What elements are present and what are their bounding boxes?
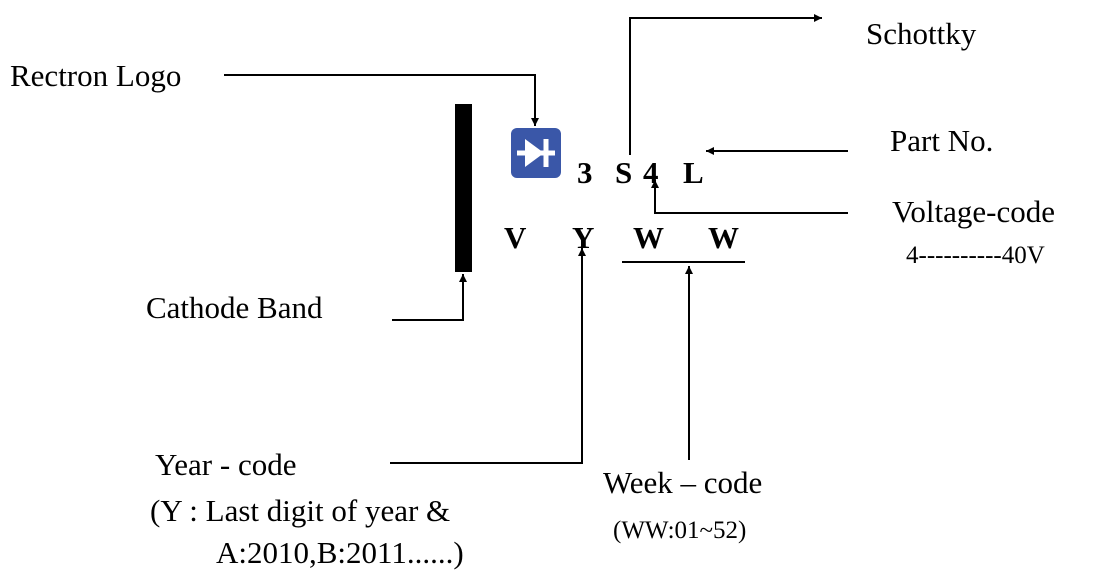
week-code-note: (WW:01~52) bbox=[613, 517, 747, 544]
year-code-note-1: (Y : Last digit of year & bbox=[150, 493, 451, 528]
cathode-band-leader bbox=[392, 274, 467, 321]
year-code-leader bbox=[390, 248, 586, 464]
voltage-code-leader bbox=[651, 180, 848, 214]
year-code-note-2: A:2010,B:2011......) bbox=[216, 535, 464, 570]
voltage-code-label: Voltage-code bbox=[892, 194, 1055, 229]
rectron-logo-label: Rectron Logo bbox=[10, 58, 182, 93]
marking-char-voltage: 4 bbox=[643, 155, 659, 190]
marking-char-week-2: W bbox=[708, 220, 739, 255]
rectron-logo-leader bbox=[224, 74, 539, 126]
marking-char-week-1: W bbox=[633, 220, 664, 255]
voltage-range-label: 4----------40V bbox=[906, 242, 1045, 269]
diode-logo-icon bbox=[511, 128, 561, 178]
marking-char-v: V bbox=[504, 220, 527, 255]
schottky-label: Schottky bbox=[866, 16, 977, 51]
cathode-band bbox=[455, 104, 472, 272]
cathode-band-label: Cathode Band bbox=[146, 290, 323, 325]
marking-char-series: 3 bbox=[577, 155, 593, 190]
schottky-leader bbox=[629, 14, 822, 155]
year-code-label: Year - code bbox=[155, 447, 297, 482]
marking-char-suffix: L bbox=[683, 155, 704, 190]
marking-char-schottky: S bbox=[615, 155, 633, 190]
part-no-label: Part No. bbox=[890, 123, 994, 158]
week-code-label: Week – code bbox=[603, 465, 763, 500]
marking-char-year: Y bbox=[572, 220, 595, 255]
